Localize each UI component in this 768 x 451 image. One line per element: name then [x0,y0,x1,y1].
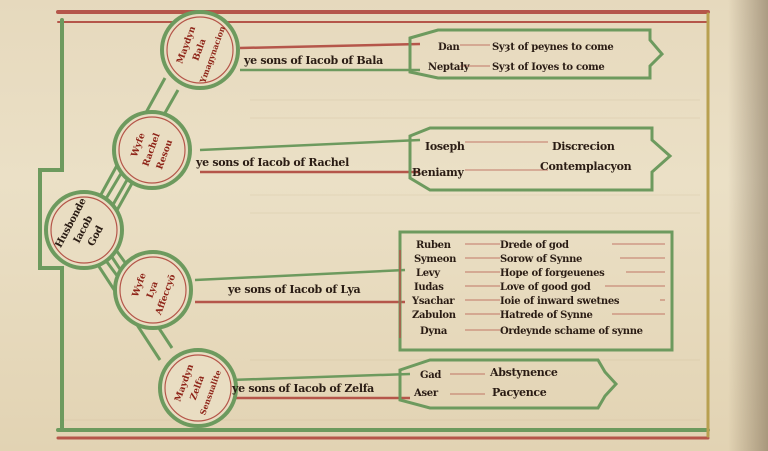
band-stems [194,42,421,400]
son-beniamy: Beniamy [412,166,464,179]
virtue-zelfa-2: Pacyence [492,386,547,399]
virtue-lya-4: Love of good god [500,282,591,293]
son-symeon: Symeon [414,254,457,265]
sons-label-bala: ye sons of Iacob of Bala [243,54,383,67]
band-lya [398,230,674,352]
son-zabulon: Zabulon [412,310,457,321]
son-gad: Gad [420,370,441,381]
center-circle [44,190,124,270]
virtue-lya-5: Ioie of inward swetnes [500,296,620,307]
son-dan: Dan [438,42,461,53]
virtue-rachel-2: Contemplacyon [540,160,632,173]
red-guides [450,44,665,395]
virtue-bala-1: Syȝt of peynes to come [492,42,613,53]
ruling-lines [60,99,700,421]
sons-label-zelfa: ye sons of Iacob of Zelfa [231,382,374,395]
son-neptaly: Neptaly [428,62,471,73]
son-aser: Aser [413,388,439,399]
son-dyna: Dyna [420,326,448,337]
band-zelfa [398,358,619,410]
page-edge-shadow [728,0,768,451]
virtue-zelfa-1: Abstynence [489,366,558,379]
virtue-lya-6: Hatrede of Synne [500,310,593,321]
son-iudas: Iudas [414,282,444,293]
son-ysachar: Ysachar [411,296,455,307]
wife-circles [112,10,240,428]
virtue-lya-7: Ordeynde schame of synne [500,326,643,337]
band-rachel [408,126,673,192]
sons-label-rachel: ye sons of Iacob of Rachel [195,156,349,169]
sons-label-lya: ye sons of Iacob of Lya [227,283,361,296]
son-levy: Levy [416,268,441,279]
virtue-lya-1: Drede of god [500,240,569,251]
virtue-lya-2: Sorow of Synne [500,254,582,265]
son-ruben: Ruben [416,240,452,251]
virtue-lya-3: Hope of forgeuenes [500,268,605,279]
virtue-bala-2: Syȝt of Ioyes to come [492,62,604,73]
virtue-rachel-1: Discrecion [552,140,615,153]
band-bala [408,28,665,80]
outer-frame [38,10,710,440]
son-ioseph: Ioseph [425,140,465,153]
